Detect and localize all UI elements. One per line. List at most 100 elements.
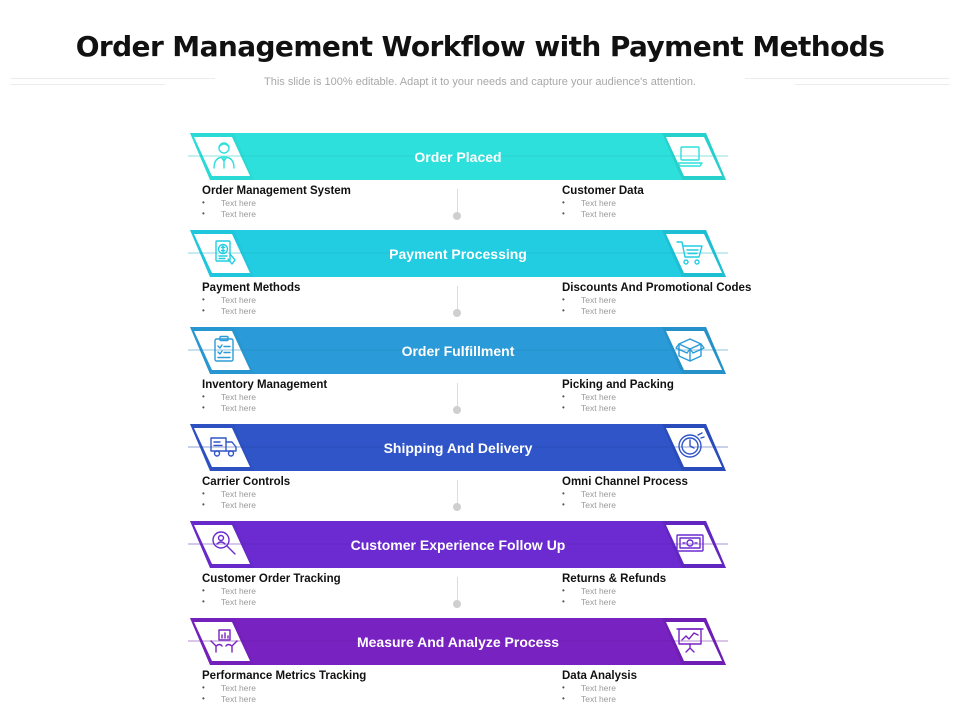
connector-dot bbox=[453, 406, 461, 414]
bullet-item: Text here bbox=[562, 586, 666, 597]
stage-label: Order Placed bbox=[414, 149, 502, 165]
detail-heading: Carrier Controls bbox=[202, 476, 291, 488]
stage-4-left-detail: Carrier ControlsText hereText here bbox=[202, 475, 290, 510]
clipboard-checklist-icon bbox=[214, 335, 234, 362]
bullet-list: Text hereText here bbox=[562, 392, 674, 413]
stage-connector bbox=[457, 189, 458, 215]
search-review-icon bbox=[212, 531, 236, 555]
bullet-item: Text here bbox=[562, 500, 688, 511]
bullet-list: Text hereText here bbox=[202, 198, 351, 219]
stage-label: Order Fulfillment bbox=[401, 343, 515, 359]
laptop-icon bbox=[677, 146, 703, 167]
detail-heading: Order Management System bbox=[202, 185, 351, 197]
stage-banner-4: Shipping And Delivery bbox=[188, 424, 728, 472]
bullet-item: Text here bbox=[202, 198, 351, 209]
bullet-item: Text here bbox=[202, 586, 341, 597]
stage-banner-6: Measure And Analyze Process bbox=[188, 618, 728, 666]
stage-6-left-detail: Performance Metrics TrackingText hereTex… bbox=[202, 669, 366, 704]
stage-band bbox=[188, 424, 728, 471]
bullet-item: Text here bbox=[202, 209, 351, 220]
stage-5-left-detail: Customer Order TrackingText hereText her… bbox=[202, 572, 341, 607]
bullet-list: Text hereText here bbox=[562, 198, 644, 219]
detail-heading: Payment Methods bbox=[202, 282, 301, 294]
stage-banner-5: Customer Experience Follow Up bbox=[188, 521, 728, 569]
bullet-list: Text hereText here bbox=[202, 586, 341, 607]
stage-label: Measure And Analyze Process bbox=[356, 634, 560, 650]
bullet-item: Text here bbox=[202, 403, 327, 414]
stage-banner-1: Order Placed bbox=[188, 133, 728, 181]
divider-left bbox=[10, 78, 215, 79]
bullet-item: Text here bbox=[562, 198, 644, 209]
presentation-board-icon bbox=[676, 628, 704, 653]
bullet-item: Text here bbox=[562, 403, 674, 414]
detail-heading: Inventory Management bbox=[202, 379, 328, 391]
stage-2-right-detail: Discounts And Promotional CodesText here… bbox=[562, 281, 751, 316]
detail-heading: Discounts And Promotional Codes bbox=[562, 282, 752, 294]
stage-5-right-detail: Returns & RefundsText hereText here bbox=[562, 572, 666, 607]
stage-label: Payment Processing bbox=[389, 246, 527, 262]
detail-heading: Customer Data bbox=[562, 185, 644, 197]
bullet-item: Text here bbox=[202, 489, 290, 500]
stage-band bbox=[188, 521, 728, 568]
page-title: Order Management Workflow with Payment M… bbox=[75, 30, 885, 63]
detail-heading: Returns & Refunds bbox=[562, 573, 667, 585]
stage-3-left-detail: Inventory ManagementText hereText here bbox=[202, 378, 327, 413]
bullet-item: Text here bbox=[562, 683, 637, 694]
bullet-item: Text here bbox=[202, 306, 300, 317]
stage-band bbox=[188, 618, 728, 665]
divider-right bbox=[745, 78, 950, 79]
detail-heading: Data Analysis bbox=[562, 670, 637, 682]
divider-right-2 bbox=[795, 84, 950, 85]
bullet-item: Text here bbox=[562, 597, 666, 608]
divider-left-2 bbox=[10, 84, 165, 85]
bullet-item: Text here bbox=[202, 683, 366, 694]
stage-connector bbox=[457, 383, 458, 409]
bullet-item: Text here bbox=[202, 500, 290, 511]
bullet-item: Text here bbox=[562, 295, 751, 306]
connector-dot bbox=[453, 309, 461, 317]
connector-dot bbox=[453, 503, 461, 511]
bullet-list: Text hereText here bbox=[562, 586, 666, 607]
detail-heading: Picking and Packing bbox=[562, 379, 674, 391]
open-box-icon bbox=[675, 338, 705, 362]
stage-connector bbox=[457, 286, 458, 312]
stage-3-right-detail: Picking and PackingText hereText here bbox=[562, 378, 674, 413]
shopping-cart-icon bbox=[676, 241, 703, 265]
stage-label: Shipping And Delivery bbox=[383, 440, 533, 456]
stage-4-right-detail: Omni Channel ProcessText hereText here bbox=[562, 475, 688, 510]
bullet-list: Text hereText here bbox=[202, 683, 366, 704]
stage-2-left-detail: Payment MethodsText hereText here bbox=[202, 281, 300, 316]
bullet-list: Text hereText here bbox=[562, 489, 688, 510]
stage-1-right-detail: Customer DataText hereText here bbox=[562, 184, 644, 219]
customer-person-icon bbox=[213, 142, 235, 169]
stage-1-left-detail: Order Management SystemText hereText her… bbox=[202, 184, 351, 219]
bullet-list: Text hereText here bbox=[562, 683, 637, 704]
bullet-item: Text here bbox=[562, 489, 688, 500]
connector-dot bbox=[453, 600, 461, 608]
stage-banner-3: Order Fulfillment bbox=[188, 327, 728, 375]
stage-connector bbox=[457, 577, 458, 603]
stage-6-right-detail: Data AnalysisText hereText here bbox=[562, 669, 637, 704]
bullet-item: Text here bbox=[202, 392, 327, 403]
stage-band bbox=[188, 327, 728, 374]
bullet-item: Text here bbox=[562, 306, 751, 317]
stage-band bbox=[188, 230, 728, 277]
detail-heading: Customer Order Tracking bbox=[202, 573, 341, 585]
hands-chart-icon bbox=[210, 629, 238, 653]
detail-heading: Performance Metrics Tracking bbox=[202, 670, 367, 682]
stage-connector bbox=[457, 480, 458, 506]
clock-delivery-icon bbox=[678, 432, 705, 458]
connector-dot bbox=[453, 212, 461, 220]
bullet-item: Text here bbox=[562, 209, 644, 220]
bullet-list: Text hereText here bbox=[562, 295, 751, 316]
bullet-item: Text here bbox=[562, 694, 637, 705]
bullet-list: Text hereText here bbox=[202, 392, 327, 413]
bullet-item: Text here bbox=[202, 295, 300, 306]
bullet-item: Text here bbox=[562, 392, 674, 403]
money-bill-icon bbox=[676, 534, 704, 552]
bullet-list: Text hereText here bbox=[202, 295, 300, 316]
bullet-item: Text here bbox=[202, 694, 366, 705]
dollar-payment-icon bbox=[215, 240, 236, 265]
stage-label: Customer Experience Follow Up bbox=[350, 537, 566, 553]
stage-banner-2: Payment Processing bbox=[188, 230, 728, 278]
